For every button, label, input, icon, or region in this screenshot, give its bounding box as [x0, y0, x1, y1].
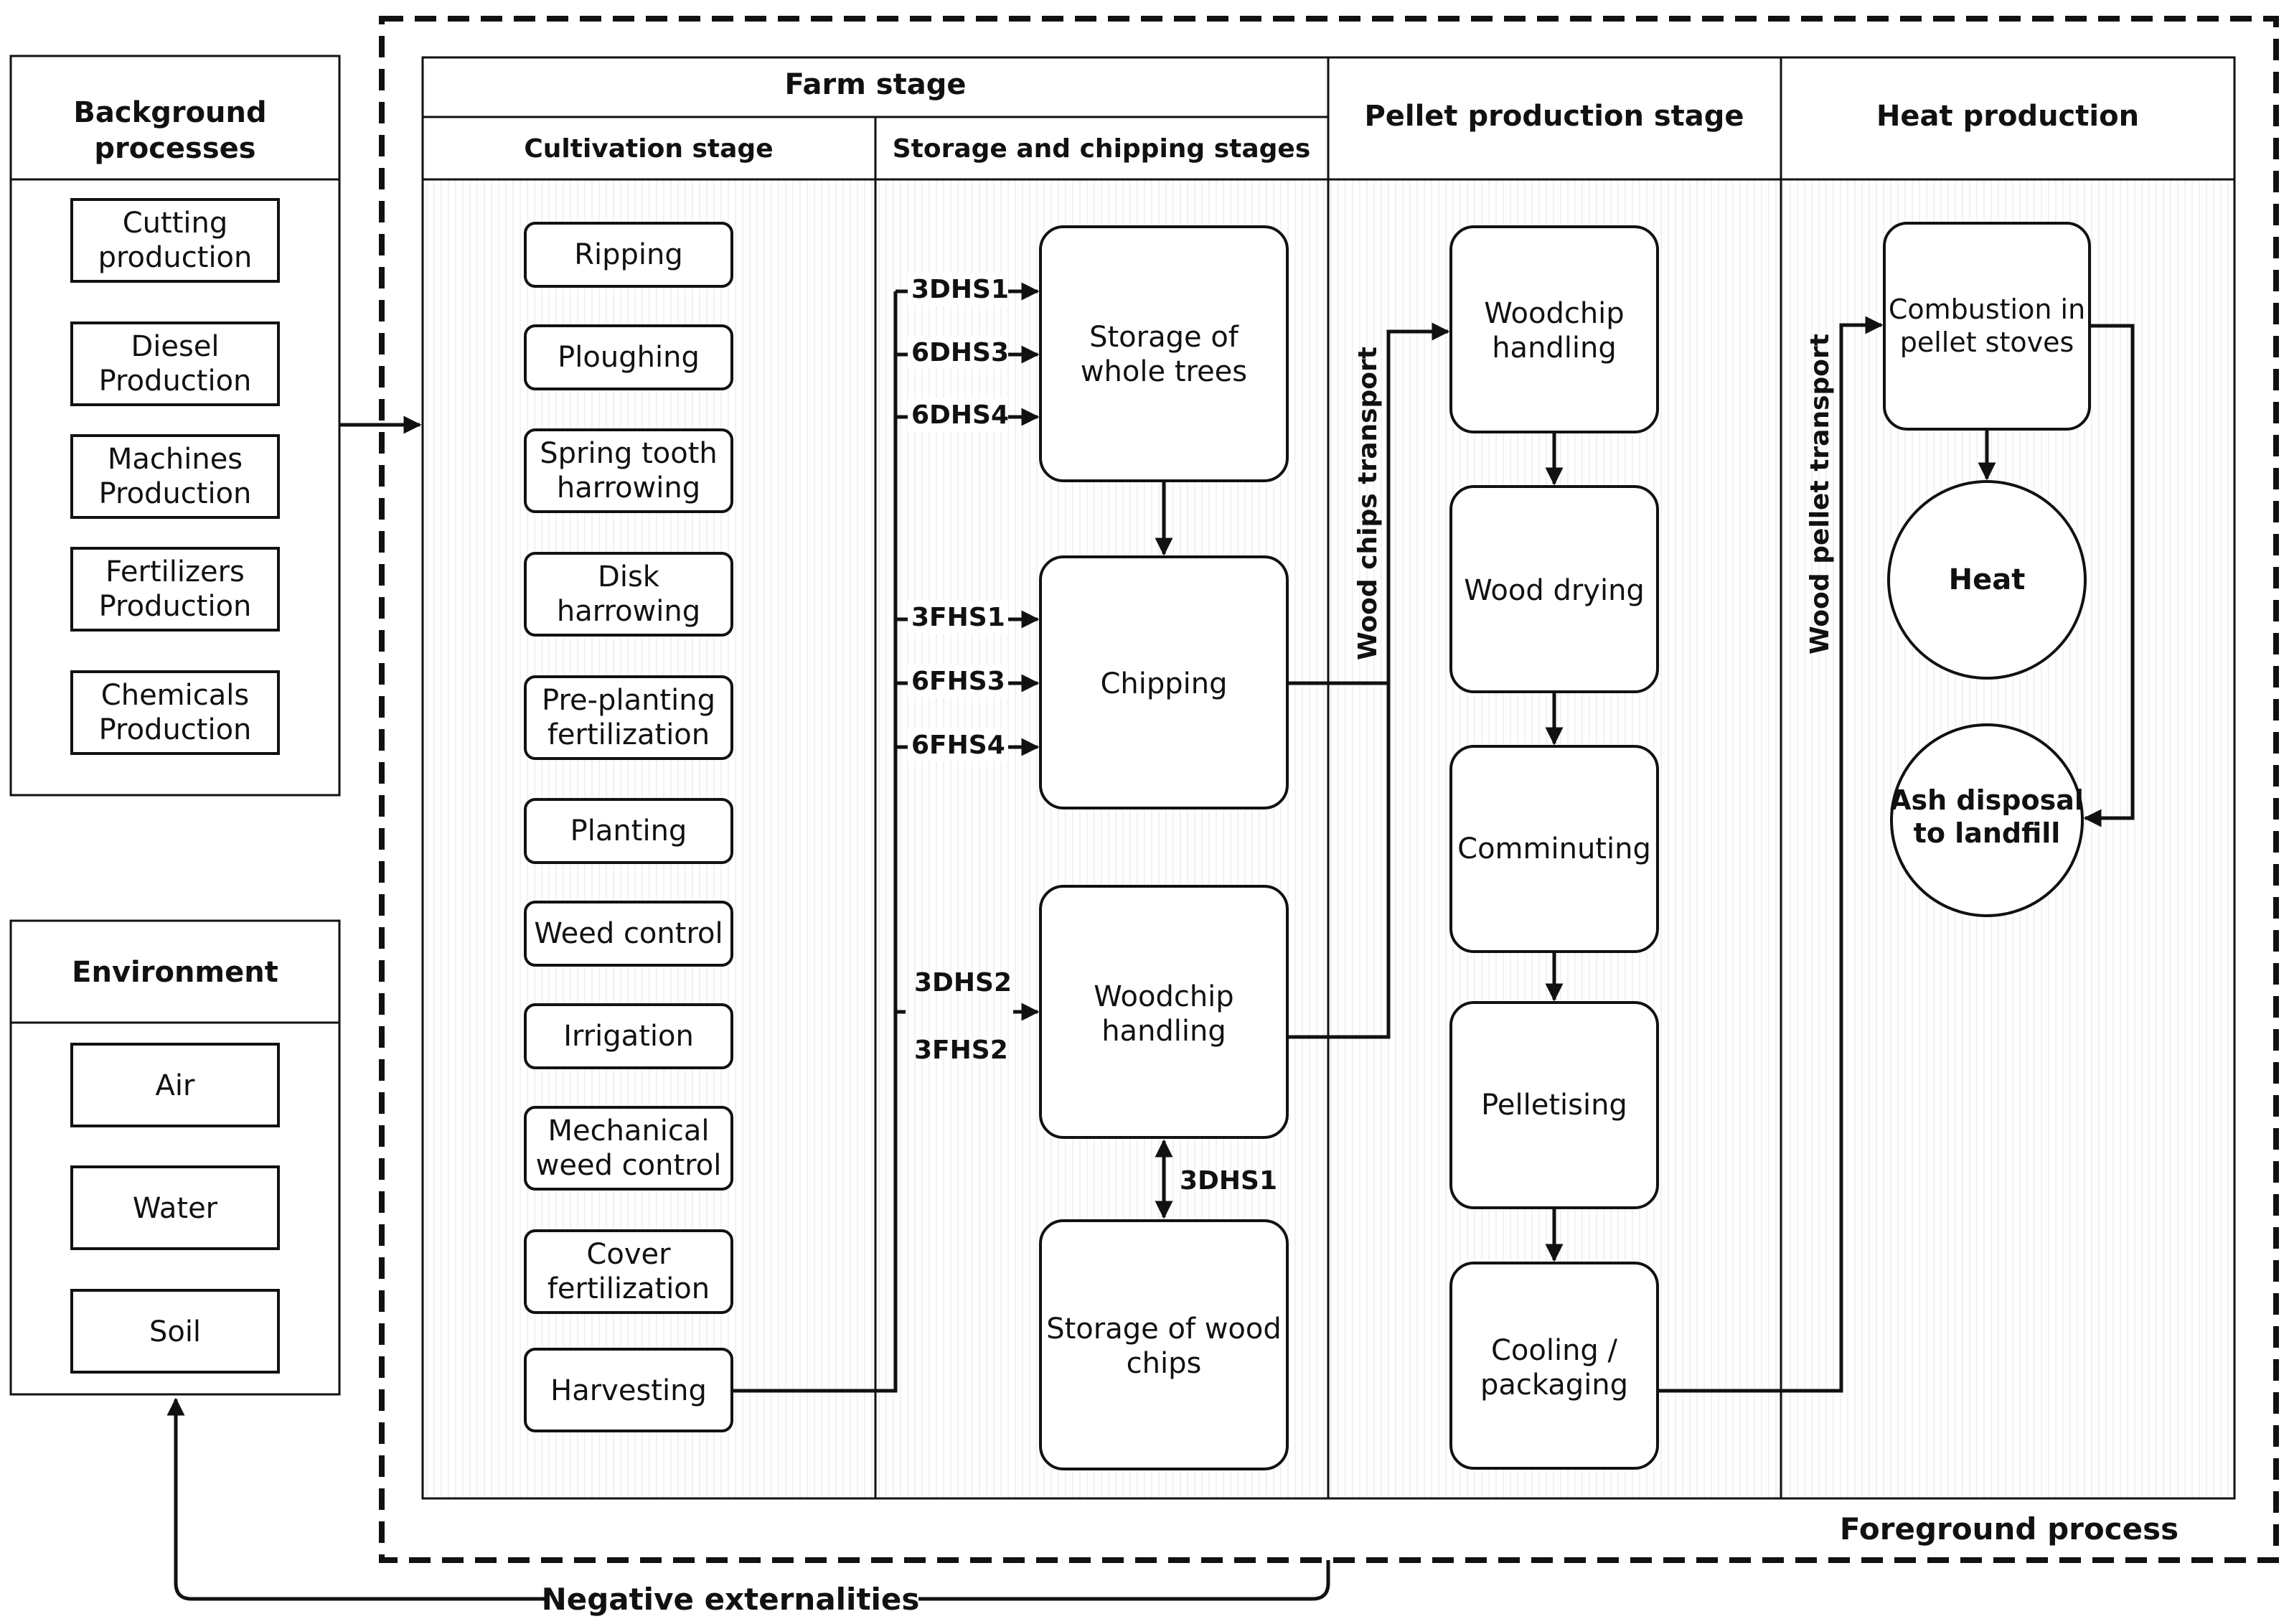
- flow-label-6fhs3: 6FHS3: [911, 667, 1005, 696]
- flow-label-3dhs2: 3DHS2: [914, 968, 1012, 998]
- pellet-step-wood-drying: Wood drying: [1449, 485, 1659, 693]
- wood-chips-transport-label: Wood chips transport: [1353, 347, 1383, 660]
- foreground-process-label: Foreground process: [1840, 1511, 2178, 1546]
- cultivation-step-weed-control: Weed control: [524, 901, 733, 967]
- flow-label-3dhs1: 3DHS1: [911, 275, 1009, 304]
- environment-title: Environment: [72, 956, 278, 989]
- environment-panel: [9, 919, 341, 1396]
- flow-label-6dhs4: 6DHS4: [911, 400, 1009, 430]
- svg-text:Planting: Planting: [570, 815, 687, 848]
- svg-text:Irrigation: Irrigation: [563, 1020, 694, 1053]
- heat-node: Heat: [1887, 480, 2087, 680]
- environment-item-water: Water: [70, 1165, 280, 1250]
- environment-item-soil: Soil: [70, 1289, 280, 1374]
- pellet-step-cooling-packaging: Cooling /packaging: [1449, 1262, 1659, 1470]
- svg-text:Comminuting: Comminuting: [1457, 832, 1651, 865]
- farm-stage-header: Farm stage: [785, 68, 967, 101]
- svg-text:Weed control: Weed control: [534, 917, 723, 950]
- storage-chipping-stage-header: Storage and chipping stages: [893, 134, 1311, 164]
- flow-label-3fhs1: 3FHS1: [911, 603, 1005, 632]
- negative-externalities-label: Negative externalities: [542, 1582, 920, 1617]
- cultivation-step-irrigation: Irrigation: [524, 1003, 733, 1069]
- svg-text:Pelletising: Pelletising: [1481, 1089, 1627, 1122]
- svg-text:Air: Air: [156, 1069, 195, 1102]
- wood-chips-transport-line: [1287, 322, 1450, 1039]
- wood-pellet-transport-line: [1658, 316, 1884, 1393]
- svg-text:Ploughing: Ploughing: [558, 341, 700, 374]
- svg-text:Soil: Soil: [149, 1315, 201, 1348]
- svg-text:Harvesting: Harvesting: [550, 1374, 707, 1407]
- harvesting-distribution-line: [732, 291, 898, 1393]
- cultivation-step-planting: Planting: [524, 798, 733, 864]
- flow-label-storage-3dhs1: 3DHS1: [1180, 1166, 1277, 1196]
- svg-text:Water: Water: [133, 1192, 218, 1225]
- flow-label-6fhs4: 6FHS4: [911, 731, 1005, 760]
- pellet-step-comminuting: Comminuting: [1449, 745, 1659, 953]
- svg-text:Chipping: Chipping: [1100, 667, 1227, 700]
- wood-pellet-transport-label: Wood pellet transport: [1805, 334, 1835, 654]
- combustion-to-ash-arrow: [2083, 324, 2135, 827]
- cultivation-step-ripping: Ripping: [524, 222, 733, 288]
- cultivation-step-harvesting: Harvesting: [524, 1348, 733, 1432]
- pellet-production-stage-header: Pellet production stage: [1364, 100, 1744, 133]
- environment-item-air: Air: [70, 1043, 280, 1127]
- cultivation-stage-header: Cultivation stage: [524, 134, 773, 164]
- svg-text:Wood drying: Wood drying: [1464, 574, 1645, 607]
- heat-production-stage-header: Heat production: [1876, 100, 2139, 133]
- background-processes-title: Background processes: [73, 96, 276, 165]
- flow-label-6dhs3: 6DHS3: [911, 338, 1009, 367]
- cultivation-step-ploughing: Ploughing: [524, 324, 733, 390]
- flow-label-3fhs2: 3FHS2: [914, 1036, 1008, 1065]
- pellet-step-pelletising: Pelletising: [1449, 1001, 1659, 1209]
- svg-text:Ripping: Ripping: [574, 238, 683, 271]
- svg-text:Cooling /packaging: Cooling /packaging: [1480, 1334, 1628, 1402]
- svg-text:Heat: Heat: [1949, 563, 2026, 596]
- chipping-box: Chipping: [1039, 555, 1289, 809]
